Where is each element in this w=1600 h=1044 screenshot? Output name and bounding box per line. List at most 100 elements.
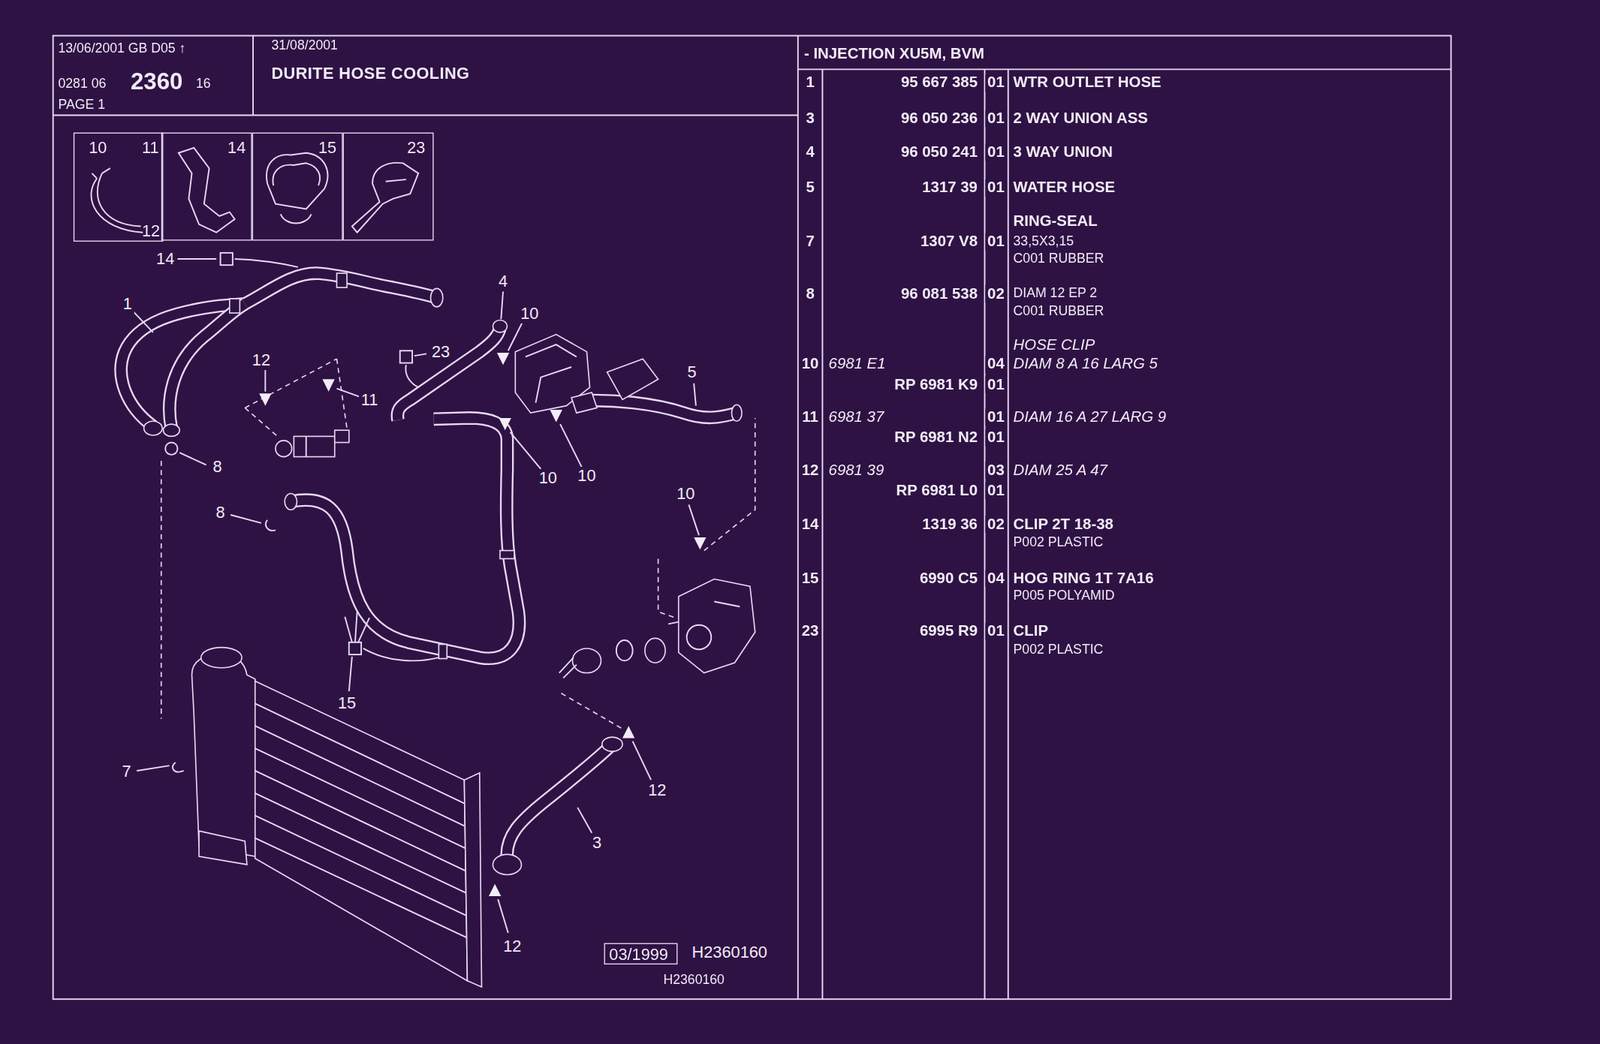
table-cell: 3 xyxy=(804,109,817,127)
table-cell: P002 PLASTIC xyxy=(1011,535,1106,550)
union-parts xyxy=(334,430,350,443)
leader-lines xyxy=(133,312,154,333)
table-cell: 6981 37 xyxy=(826,408,886,425)
hoses xyxy=(169,304,245,429)
leader-lines xyxy=(560,424,582,468)
callout-number: 10 xyxy=(518,304,542,323)
cell-text: 15 xyxy=(318,138,337,157)
leader-lines xyxy=(510,432,542,470)
dashed-guides xyxy=(658,558,676,618)
frame-lines xyxy=(53,36,1452,1001)
callout-number: 11 xyxy=(358,391,380,410)
table-cell: DIAM 12 EP 2 xyxy=(1011,286,1100,302)
hoses xyxy=(506,744,612,859)
thermostat-housing xyxy=(668,601,740,624)
hoses xyxy=(583,400,737,419)
table-cell: 04 xyxy=(985,355,1007,373)
leader-lines xyxy=(500,292,504,320)
dashed-guides xyxy=(244,358,347,437)
frame-lines xyxy=(798,68,1452,70)
callout-arrows xyxy=(550,409,563,422)
table-cell: 01 xyxy=(985,109,1007,127)
leader-lines xyxy=(344,611,439,661)
callout-number: 14 xyxy=(153,250,177,269)
table-cell: WATER HOSE xyxy=(1011,179,1118,196)
thermostat-housing xyxy=(678,579,756,674)
callout-arrows xyxy=(693,537,706,550)
inset-cell: 101112 xyxy=(73,132,164,242)
table-cell: 1319 36 xyxy=(920,515,980,533)
hoses xyxy=(265,520,276,531)
outlet-housing xyxy=(525,344,577,403)
cell-text: 13/06/2001 GB D05 ↑ xyxy=(57,41,186,56)
radiator xyxy=(198,831,248,865)
frame-lines xyxy=(797,36,799,1001)
hoses xyxy=(430,288,443,307)
table-cell: 1307 V8 xyxy=(918,233,980,251)
table-cell: C001 RUBBER xyxy=(1011,251,1106,266)
cell-text: 10 xyxy=(88,138,107,157)
table-cell: 01 xyxy=(985,623,1007,640)
header-cell: 13/06/2001 GB D05 ↑0281 06236016PAGE 1 xyxy=(53,36,254,116)
union-parts xyxy=(275,430,350,457)
outlet-housing xyxy=(607,358,659,400)
radiator xyxy=(464,773,482,988)
table-cell: 01 xyxy=(985,233,1007,251)
table-cell: 23 xyxy=(799,623,821,640)
callout-number: 12 xyxy=(500,937,524,956)
table-cell: RING-SEAL xyxy=(1011,213,1100,230)
hoses xyxy=(165,442,178,455)
thermostat-housing xyxy=(559,657,577,678)
table-header: - INJECTION XU5M, BVM xyxy=(798,36,1452,70)
hoses xyxy=(506,744,612,859)
hoses xyxy=(583,400,737,419)
radiator xyxy=(192,647,483,988)
table-cell: HOG RING 1T 7A16 xyxy=(1011,569,1156,587)
table-cell: 15 xyxy=(799,569,821,587)
table-cell: CLIP 2T 18-38 xyxy=(1011,515,1116,533)
leader-lines xyxy=(235,259,299,268)
hoses xyxy=(169,304,245,429)
hoses xyxy=(290,418,519,659)
table-cell: 1317 39 xyxy=(920,179,980,196)
callout-number: 8 xyxy=(213,503,228,522)
inset-icons xyxy=(90,168,143,233)
leader-lines xyxy=(400,350,413,363)
outlet-housing xyxy=(515,334,658,414)
cell-text: 2360 xyxy=(130,68,184,94)
table-cell: 5 xyxy=(804,179,817,196)
leader-lines xyxy=(177,258,217,260)
inset-cell: 15 xyxy=(252,132,344,242)
table-cell: P002 PLASTIC xyxy=(1011,642,1106,657)
table-cell: 01 xyxy=(985,179,1007,196)
cell-text: PAGE 1 xyxy=(57,97,106,112)
table-cell: 8 xyxy=(804,285,817,302)
hoses xyxy=(336,273,347,288)
dashed-guides xyxy=(160,461,163,720)
hoses xyxy=(172,762,184,772)
leader-lines xyxy=(688,504,700,536)
table-cell: RP 6981 K9 xyxy=(892,376,980,393)
table-cell: RP 6981 L0 xyxy=(894,482,980,499)
callout-arrows xyxy=(497,352,510,365)
hoses xyxy=(144,421,163,436)
table-cell: DIAM 25 A 47 xyxy=(1011,461,1110,479)
hoses xyxy=(492,320,507,333)
callout-number: 12 xyxy=(645,781,669,800)
table-cell: 14 xyxy=(799,515,821,533)
hoses xyxy=(229,298,241,314)
callout-number: 1 xyxy=(120,295,135,314)
callout-number: 10 xyxy=(575,467,599,486)
hoses xyxy=(162,424,180,437)
frame-lines xyxy=(252,36,254,116)
inset-icons xyxy=(266,153,328,224)
table-cell: 02 xyxy=(985,515,1007,533)
cell-text: 14 xyxy=(227,138,246,157)
radiator xyxy=(255,680,468,981)
callout-arrows xyxy=(622,726,635,739)
table-cell: 7 xyxy=(804,233,817,251)
hoses xyxy=(731,404,742,422)
outlet-housing xyxy=(571,392,597,413)
table-cell: 12 xyxy=(799,461,821,479)
table-cell: WTR OUTLET HOSE xyxy=(1011,74,1164,91)
